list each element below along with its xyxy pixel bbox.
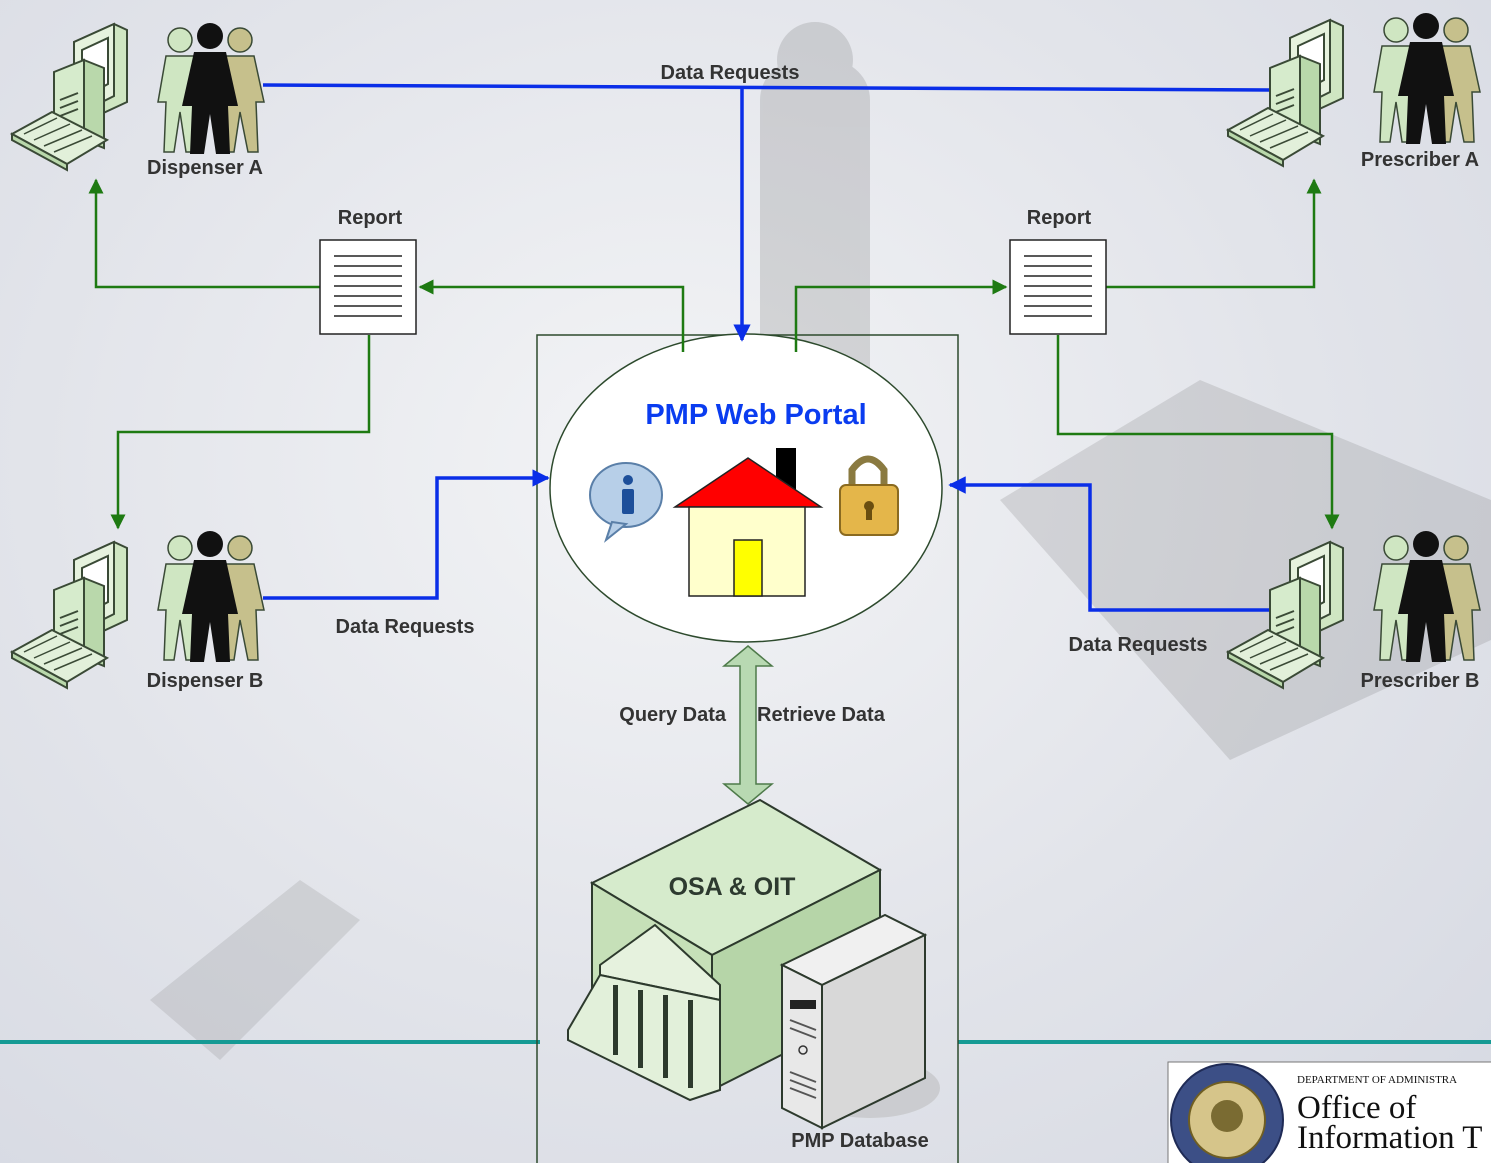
- people-icon: [157, 22, 265, 155]
- computer-icon: [1227, 19, 1344, 167]
- office-logo: DEPARTMENT OF ADMINISTRA Office of Infor…: [1167, 1061, 1491, 1163]
- data-requests-left-label: Data Requests: [336, 616, 475, 638]
- server-icon: [779, 913, 940, 1130]
- prescriber-b-label: Prescriber B: [1361, 670, 1480, 692]
- retrieve-data-label: Retrieve Data: [757, 704, 886, 726]
- report-flow-left: [88, 178, 685, 530]
- data-requests-right-label: Data Requests: [1069, 634, 1208, 656]
- report-flow-right: [794, 178, 1340, 530]
- dispenser-a-label: Dispenser A: [147, 157, 263, 179]
- report-document-right: [1009, 239, 1107, 335]
- computer-icon: [11, 23, 128, 171]
- prescriber-a-label: Prescriber A: [1361, 149, 1479, 171]
- dispenser-b-label: Dispenser B: [147, 670, 264, 692]
- lock-icon: [839, 455, 899, 536]
- data-requests-left-connector: [263, 469, 550, 600]
- query-retrieve-arrow: [721, 645, 775, 805]
- pmp-database-label: PMP Database: [791, 1130, 928, 1152]
- home-icon: [672, 448, 824, 597]
- data-requests-right-connector: [948, 476, 1272, 612]
- dispenser-a-node: [11, 22, 265, 171]
- report-right-label: Report: [1027, 207, 1092, 229]
- logo-office-line1: Office of: [1297, 1090, 1416, 1126]
- people-icon: [157, 530, 265, 663]
- report-left-label: Report: [338, 207, 403, 229]
- info-icon: [589, 462, 663, 543]
- people-icon: [1373, 12, 1481, 145]
- computer-icon: [11, 541, 128, 689]
- data-requests-top-connector: [262, 83, 1273, 342]
- data-requests-top-label: Data Requests: [661, 62, 800, 84]
- osa-oit-label: OSA & OIT: [669, 873, 796, 901]
- report-document-left: [319, 239, 417, 335]
- query-data-label: Query Data: [619, 704, 727, 726]
- logo-office-line2: Information T: [1297, 1120, 1482, 1156]
- dispenser-b-node: [11, 530, 265, 689]
- logo-department-line: DEPARTMENT OF ADMINISTRA: [1297, 1074, 1457, 1086]
- portal-title: PMP Web Portal: [645, 399, 866, 431]
- database-building-icon: [567, 798, 883, 1102]
